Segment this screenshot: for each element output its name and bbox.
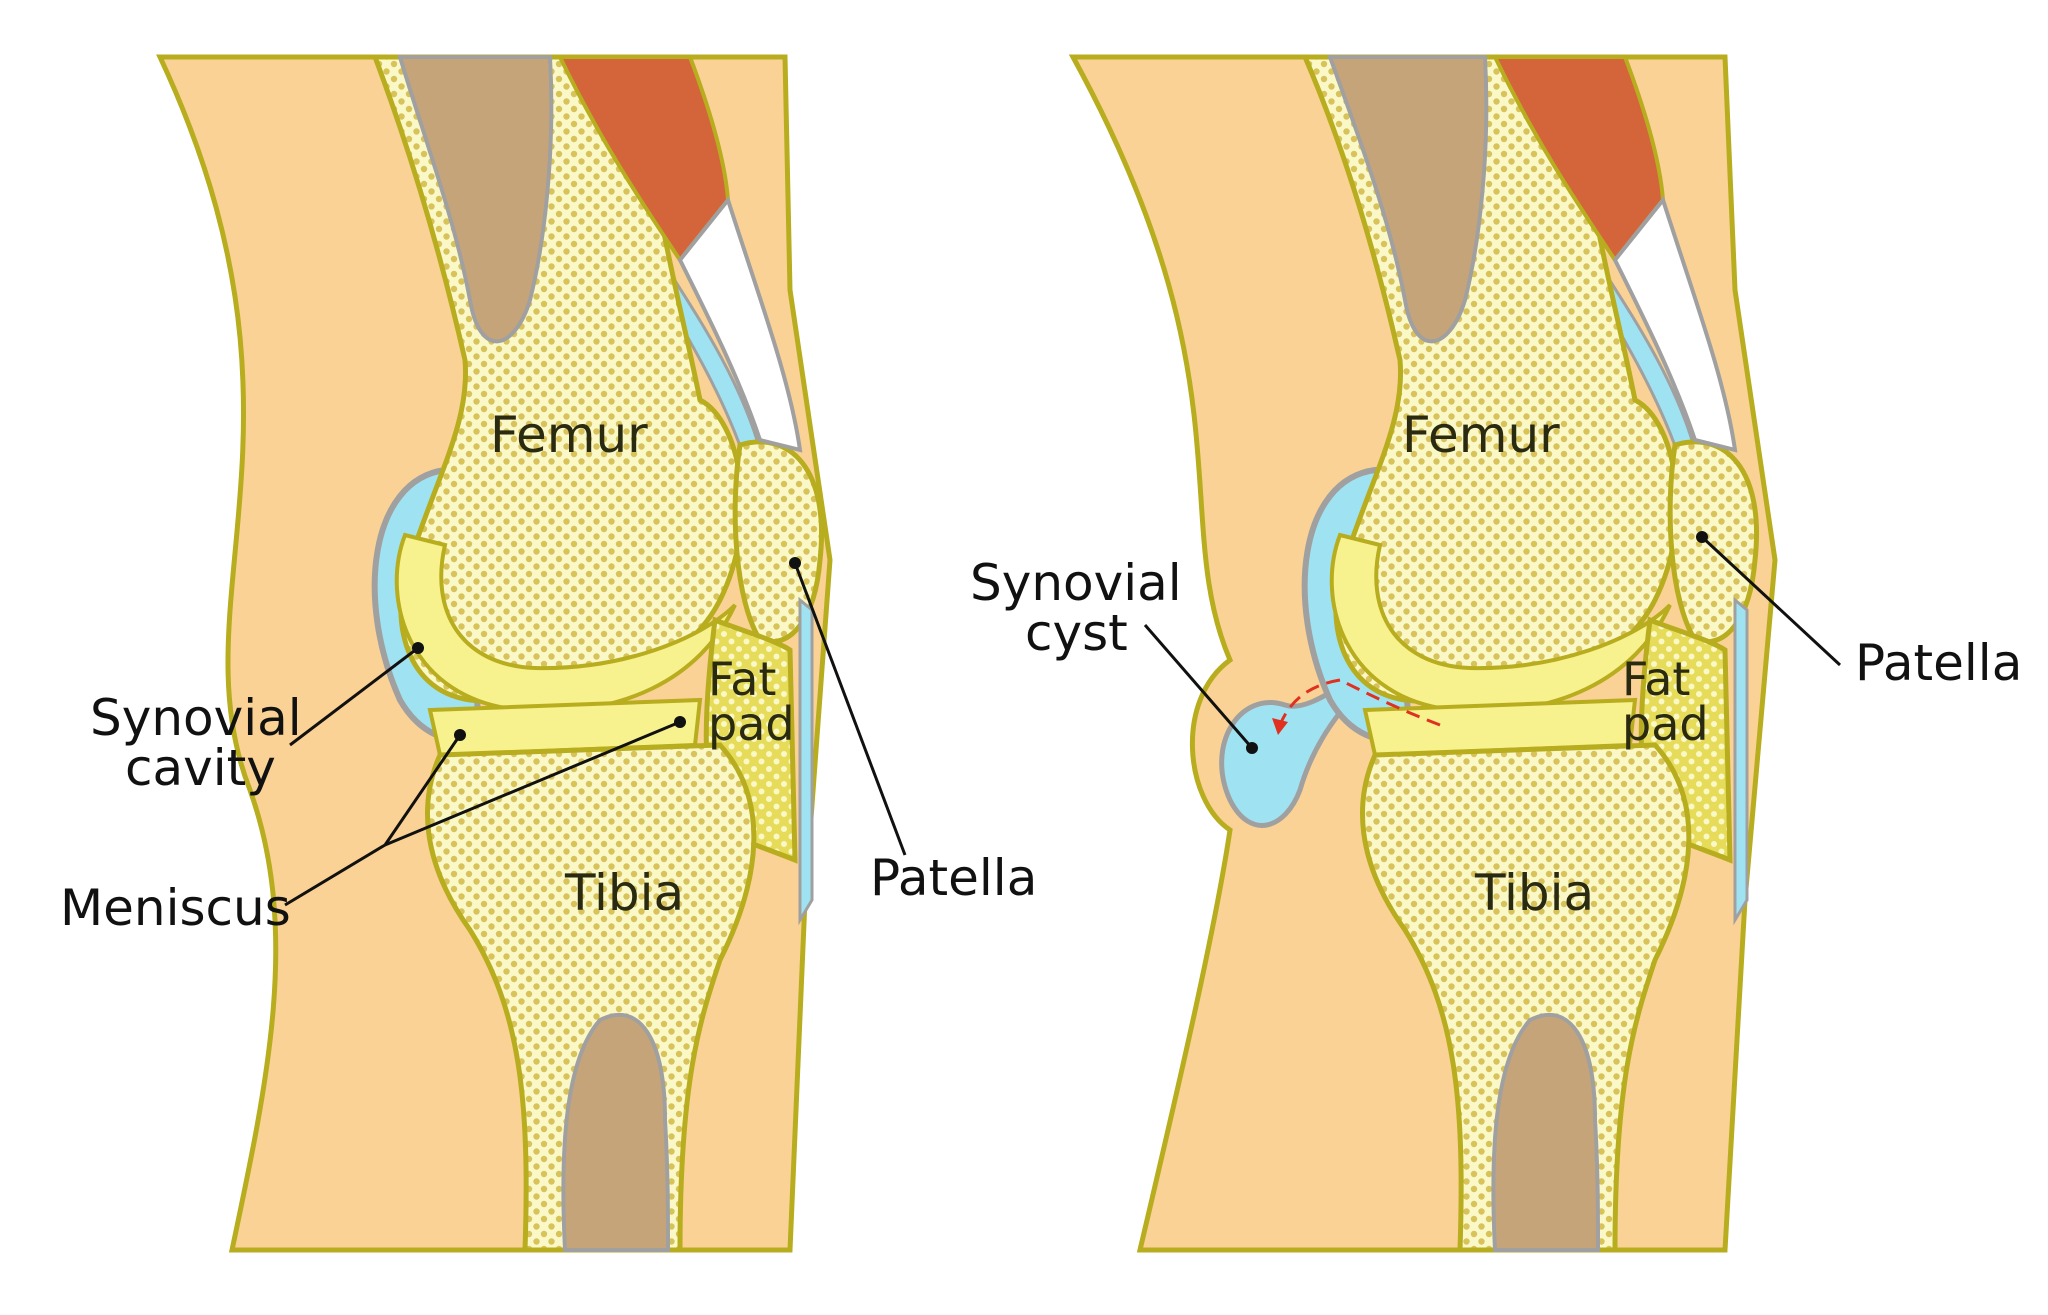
left-femur-cartilage — [394, 532, 737, 713]
left-knee: Femur Tibia Fat pad Synovial cavity Meni… — [60, 54, 1037, 1253]
right-femur-label: Femur — [1402, 406, 1560, 464]
left-patellar-tendon — [798, 596, 814, 926]
synovial-cavity-label-2: cavity — [125, 739, 276, 797]
left-tibia-label: Tibia — [564, 864, 684, 922]
right-quad-tendon — [1612, 195, 1738, 453]
meniscus-label: Meniscus — [60, 879, 291, 937]
left-femur-marrow — [397, 55, 554, 344]
right-tibia-label: Tibia — [1474, 864, 1594, 922]
right-fat-pad-label-2: pad — [1622, 697, 1709, 751]
right-knee: Femur Tibia Fat pad Synovial cyst Patell… — [970, 54, 2022, 1253]
fluid-arrowheads — [1272, 718, 1288, 735]
right-fat-pad-label-1: Fat — [1622, 652, 1690, 706]
synovial-cyst-label-1: Synovial — [970, 554, 1182, 612]
left-patella-label: Patella — [870, 849, 1037, 907]
left-fat-pad-label-2: pad — [708, 697, 795, 751]
fluid-flow-arrows — [1278, 678, 1441, 727]
left-quad-tendon — [677, 195, 803, 453]
synovial-cyst-label-2: cyst — [1025, 604, 1128, 662]
left-tibia-marrow — [561, 1013, 671, 1252]
left-leader-lines — [284, 562, 907, 907]
right-tibia-marrow — [1491, 1013, 1601, 1252]
left-leader-dots — [412, 557, 801, 741]
right-patellar-tendon — [1733, 596, 1749, 926]
left-fat-pad-label-1: Fat — [708, 652, 776, 706]
left-tibia — [425, 742, 757, 1253]
synovial-cavity-label-1: Synovial — [90, 689, 302, 747]
right-patella-label: Patella — [1855, 634, 2022, 692]
right-femur-marrow — [1327, 55, 1489, 344]
right-tibia — [1360, 742, 1692, 1253]
right-leader-lines — [1143, 535, 1842, 749]
left-femur-label: Femur — [490, 406, 648, 464]
right-femur-cartilage — [1329, 532, 1672, 713]
right-leader-dots — [1246, 531, 1708, 754]
